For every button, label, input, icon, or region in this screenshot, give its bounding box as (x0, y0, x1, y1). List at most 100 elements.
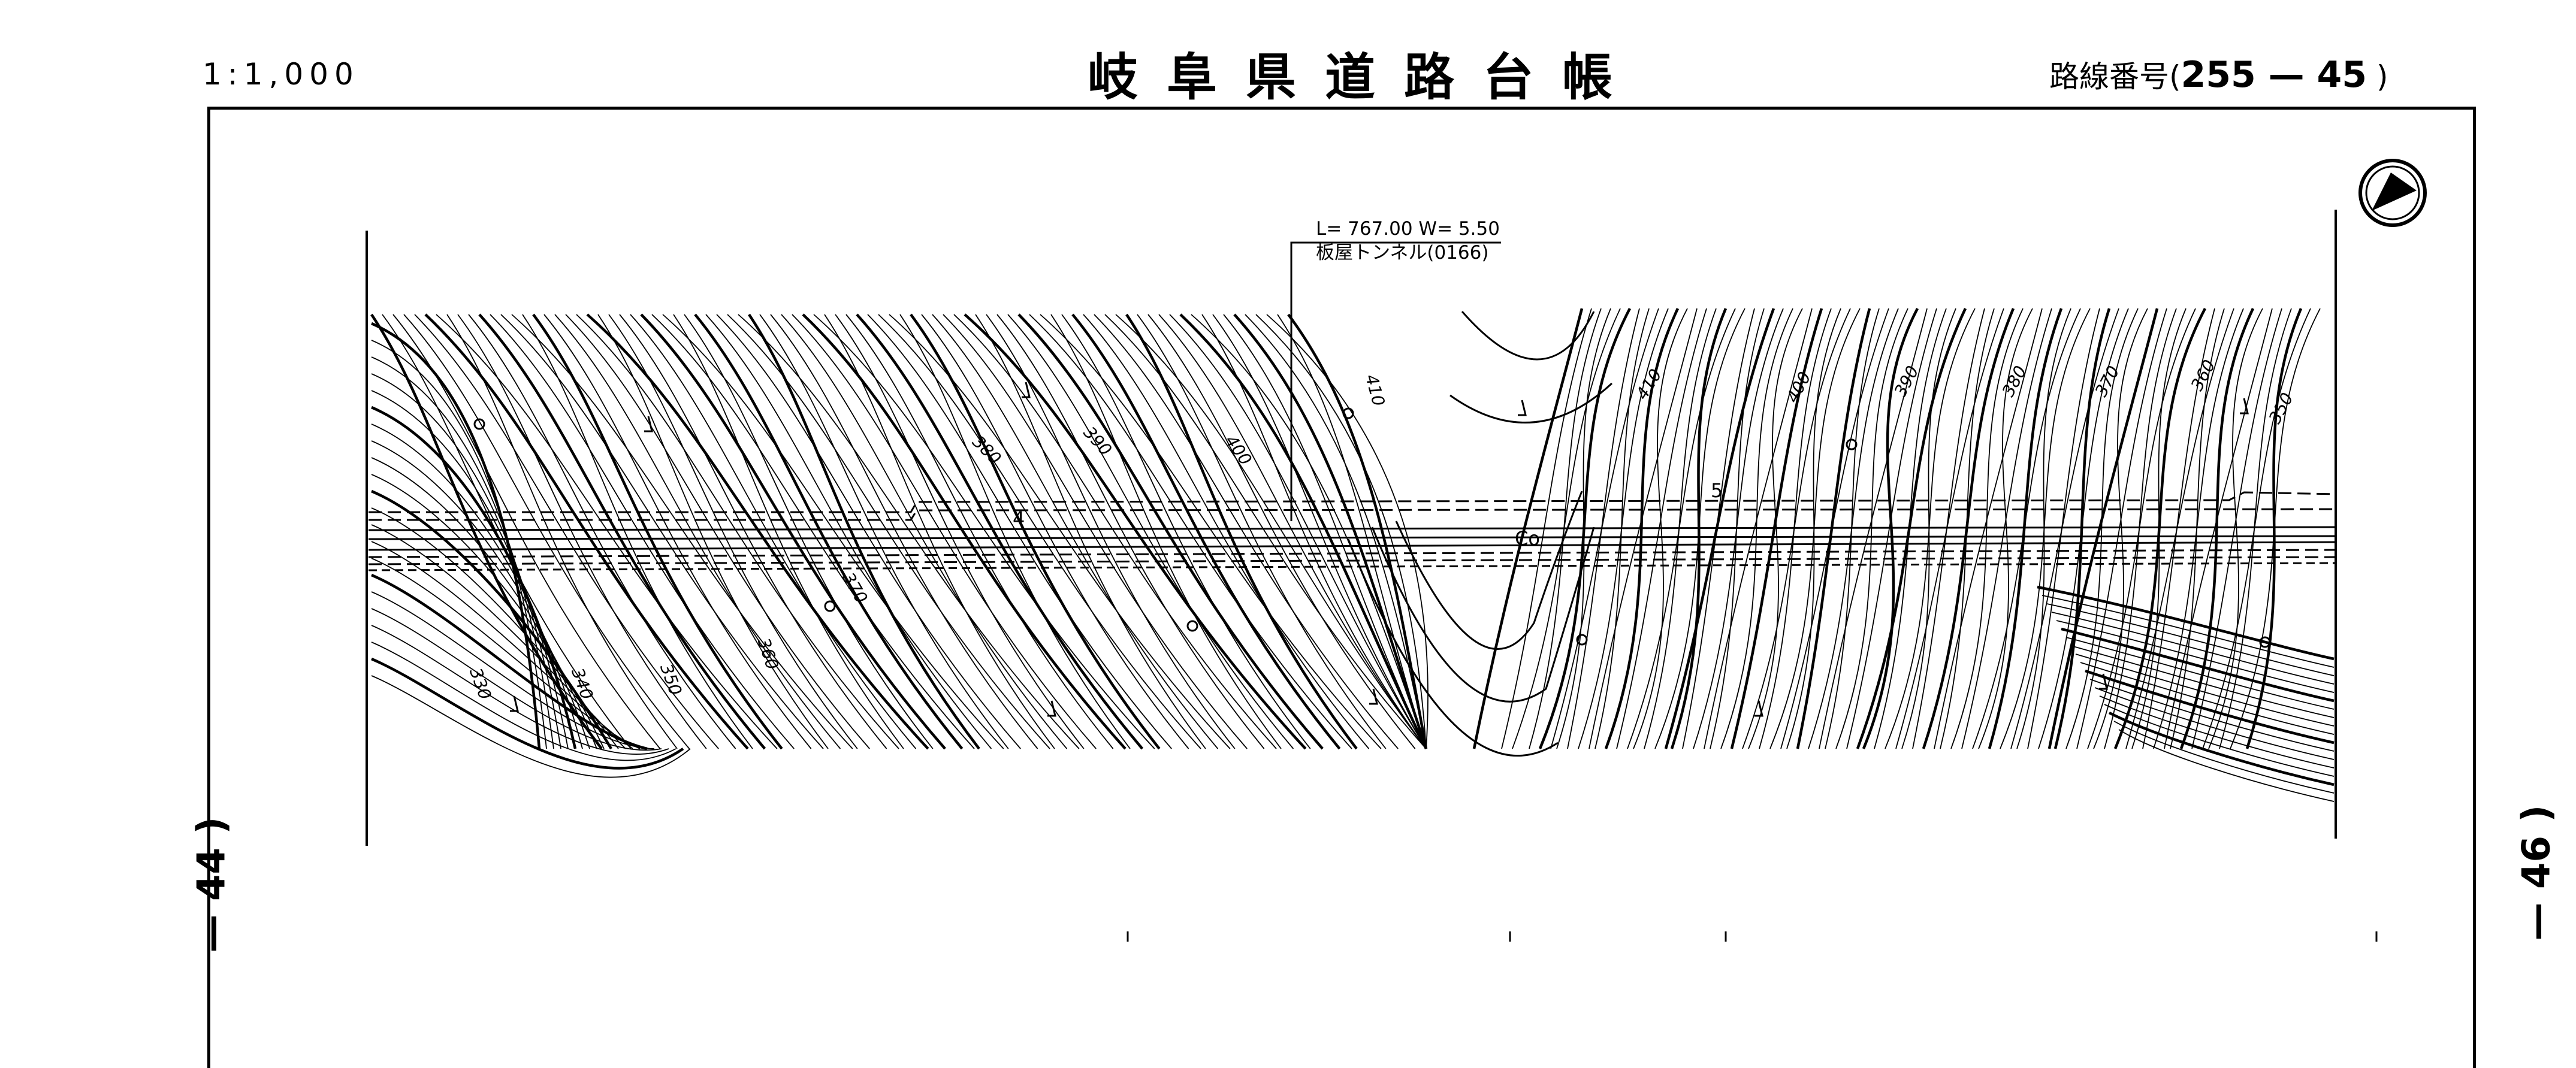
contour-line (1017, 313, 1324, 750)
tunnel-leader (1290, 241, 1501, 521)
route-number-value: 255 — 45 (2181, 54, 2367, 96)
contour-line (1169, 314, 1427, 749)
contour-line (2047, 308, 2159, 749)
contour-line (608, 314, 858, 749)
contour-line (371, 541, 633, 749)
contour-line (2038, 308, 2129, 749)
contour-line (1125, 313, 1358, 750)
contour-line (619, 314, 887, 749)
contour-line (371, 591, 655, 749)
contour-line (1796, 308, 1871, 749)
contour-line (2104, 308, 2177, 749)
frame-ticks (1127, 931, 2378, 942)
contour-line (586, 313, 929, 750)
contour-line (630, 314, 917, 749)
contour-line (1589, 308, 1698, 749)
contour-line (2108, 711, 2335, 786)
contour-line (1071, 313, 1341, 750)
contour-line (2099, 695, 2335, 769)
contour-line (1201, 314, 1427, 749)
contour-line (522, 314, 753, 749)
contour-line (1223, 314, 1427, 749)
contour-line (2153, 308, 2244, 749)
contour-line (2080, 662, 2335, 735)
contour-line (1704, 308, 1813, 749)
contour-line (371, 373, 561, 749)
contour-line (1862, 307, 1919, 749)
contour-line (1819, 308, 1928, 749)
contour-line (770, 314, 1038, 749)
contour-line (943, 314, 1248, 749)
contour-line (1501, 308, 1592, 749)
contour-line (554, 314, 841, 749)
contour-line (1594, 308, 1650, 749)
contour-line (1115, 314, 1427, 749)
contour-line (910, 313, 1161, 750)
contour-line (1786, 308, 1841, 749)
contour-line (2202, 308, 2311, 749)
contour-line (371, 423, 583, 749)
contour-line (1007, 314, 1294, 749)
contour-line (1094, 314, 1399, 749)
contour-line (1191, 314, 1427, 749)
contour-line (2085, 669, 2335, 745)
contour-line (2170, 308, 2225, 749)
contour-line (1720, 308, 1793, 749)
contour-line (878, 314, 1201, 749)
contour-line (1104, 314, 1427, 749)
contour-line (414, 314, 719, 749)
contour-line (867, 314, 1172, 749)
contour-line (1780, 308, 1889, 749)
contour-line (2046, 603, 2335, 676)
road-label-co: Co (1515, 527, 1540, 550)
route-number: 路線番号(255 — 45 ) (2049, 53, 2388, 96)
contour-line (1978, 308, 2033, 749)
route-suffix: ) (2367, 59, 2388, 94)
contour-line (1988, 308, 2063, 749)
contour-line (371, 406, 577, 749)
contour-line (2093, 308, 2148, 749)
contour-line (2061, 627, 2335, 703)
map-scale: 1:1,000 (203, 57, 360, 92)
contour-line (2037, 585, 2335, 661)
topographic-map (366, 159, 2427, 942)
contour-line (2104, 704, 2335, 777)
north-arrow-icon (2358, 159, 2427, 227)
contour-line (1137, 314, 1387, 749)
contour-line (532, 313, 783, 750)
contour-line (371, 440, 590, 749)
contour-line (2075, 653, 2335, 727)
tunnel-annotation: L= 767.00 W= 5.50 板屋トンネル(0166) (1316, 217, 1500, 265)
contour-line (2065, 637, 2335, 710)
contour-line (2113, 307, 2206, 749)
contour-line (543, 314, 812, 749)
contour-line (403, 314, 690, 749)
contour-line (446, 314, 678, 749)
contour-line (371, 657, 684, 770)
contour-line (2142, 308, 2215, 749)
contour-line (2056, 620, 2335, 693)
contour-line (1616, 308, 1707, 749)
contour-line (802, 313, 1127, 750)
contour-line (975, 314, 1206, 749)
contour-line (2230, 308, 2321, 749)
contour-line (1266, 314, 1429, 749)
contour-line (1050, 314, 1282, 749)
contour-line (759, 314, 1009, 749)
road-label-4: 4 (1013, 507, 1025, 530)
contour-line (371, 524, 626, 749)
contour-line (371, 642, 677, 761)
contour-line (824, 314, 1055, 749)
contour-line (2089, 679, 2335, 752)
contour-line (1550, 308, 1659, 749)
contour-line (371, 675, 691, 778)
contour-line (1472, 308, 1584, 749)
contour-line (738, 314, 1080, 749)
contour-line (1825, 308, 1880, 749)
contour-line (1287, 313, 1428, 749)
contour-line (392, 314, 661, 749)
contour-line (1693, 308, 1784, 749)
contour-line (2125, 308, 2234, 749)
contour-line (727, 314, 1050, 749)
contour-line (2191, 308, 2282, 749)
